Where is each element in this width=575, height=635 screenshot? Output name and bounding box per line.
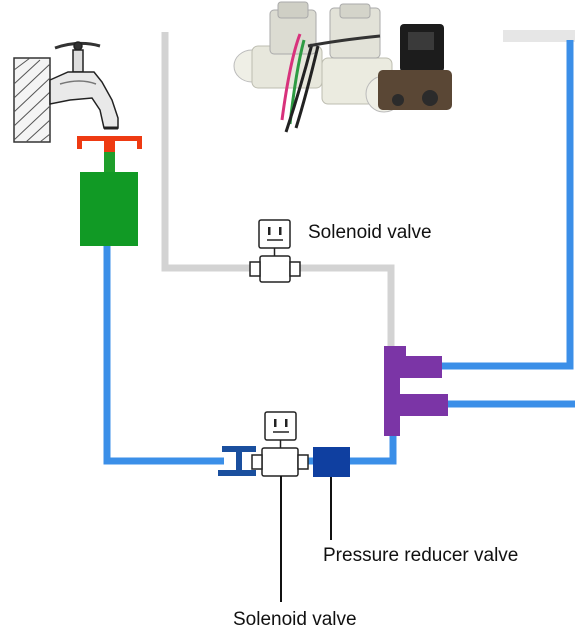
faucet-icon <box>13 41 119 143</box>
solenoid-valve-photo <box>233 1 452 133</box>
label-pressure-reducer-valve: Pressure reducer valve <box>323 545 519 566</box>
solenoid-valve-icon <box>249 219 301 283</box>
inlet-connector <box>218 446 256 476</box>
drain-line <box>161 32 395 348</box>
drain-pipe <box>161 32 395 348</box>
filter-stem <box>104 152 115 172</box>
water-lines <box>103 40 575 465</box>
filter-block <box>80 172 138 246</box>
water-pipe-right-upper <box>440 40 574 370</box>
water-pipe-filter-to-valve <box>103 246 224 465</box>
top-right-stub <box>503 30 575 42</box>
solenoid-valve-icon <box>251 411 309 477</box>
pressure-reducer-block <box>313 447 350 477</box>
label-solenoid-valve-top: Solenoid valve <box>308 222 432 243</box>
faucet-connector <box>77 136 142 153</box>
label-solenoid-valve-bottom: Solenoid valve <box>233 609 357 630</box>
water-pipe-reducer-to-tee <box>350 432 397 465</box>
tee-connector <box>384 346 448 436</box>
